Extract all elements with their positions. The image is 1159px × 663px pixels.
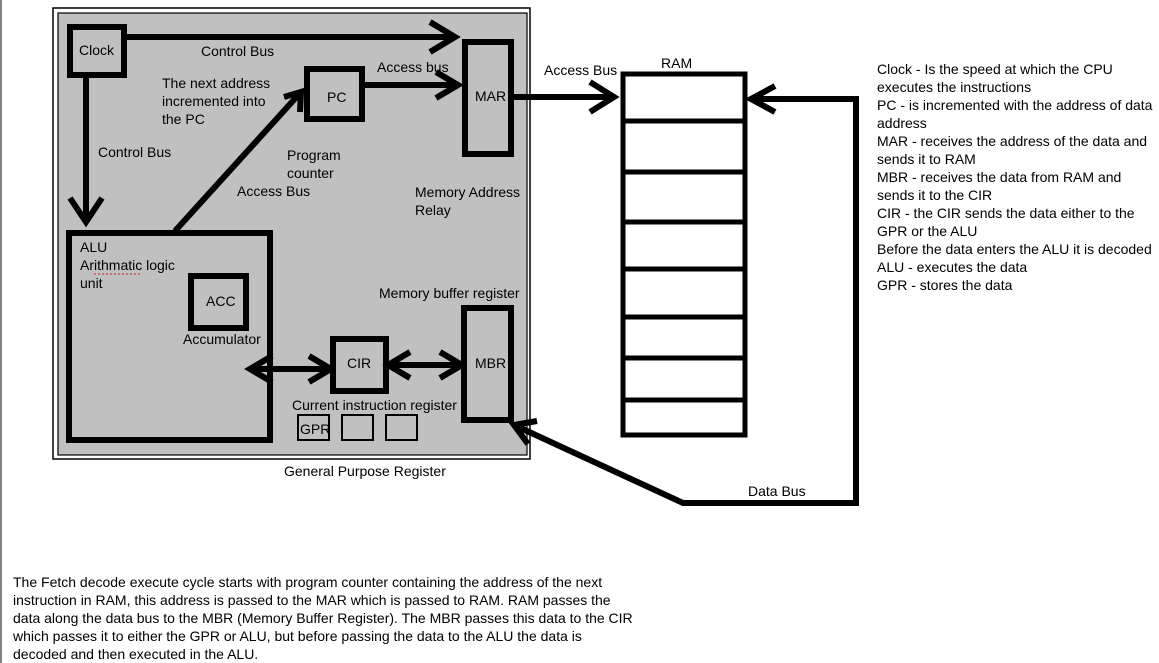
note-item: MBR - receives the data from RAM and sen… bbox=[877, 169, 1122, 203]
mar-to-ram-arrowhead bbox=[588, 79, 620, 115]
note-item: CIR - the CIR sends the data either to t… bbox=[877, 205, 1135, 239]
note-item: MAR - receives the address of the data a… bbox=[877, 133, 1148, 167]
data-bus-loop bbox=[512, 96, 859, 506]
mbr-box bbox=[461, 305, 514, 423]
alu-to-pc-arrow bbox=[172, 89, 304, 234]
mar-box bbox=[462, 39, 514, 157]
cir-mbr-arrowhead-left bbox=[382, 349, 412, 381]
cir-box bbox=[330, 336, 389, 394]
next-address-line-1: The next address bbox=[162, 75, 270, 91]
next-address-line-3: the PC bbox=[162, 111, 205, 127]
data-bus-mbr-arrowhead bbox=[508, 418, 538, 446]
cir-label: CIR bbox=[347, 355, 371, 371]
gpr-caption: General Purpose Register bbox=[284, 463, 446, 479]
description-paragraph: The Fetch decode execute cycle starts wi… bbox=[13, 574, 633, 662]
mbr-label: MBR bbox=[475, 355, 506, 371]
note-item: ALU - executes the data bbox=[877, 259, 1028, 275]
access-bus-mar-label: Access bus bbox=[377, 59, 449, 75]
control-bus-left-label: Control Bus bbox=[98, 144, 171, 160]
control-bus-top-arrowhead bbox=[428, 19, 461, 55]
alu-line-3: unit bbox=[80, 275, 103, 291]
gpr-box-2 bbox=[341, 414, 374, 441]
gpr-box-3 bbox=[385, 414, 418, 441]
current-instruction-label: Current instruction register bbox=[292, 397, 457, 413]
pc-box bbox=[304, 66, 365, 122]
access-bus-ram-label: Access Bus bbox=[544, 62, 617, 78]
clock-box bbox=[67, 24, 127, 78]
data-bus-ram-arrowhead bbox=[744, 83, 777, 115]
clock-label: Clock bbox=[79, 42, 115, 58]
gpr-label: GPR bbox=[300, 421, 330, 437]
ram-block bbox=[620, 71, 748, 438]
ram-label: RAM bbox=[661, 55, 692, 71]
program-counter-line-2: counter bbox=[287, 165, 334, 181]
alu-line-2: Arithmatic logic bbox=[80, 257, 175, 273]
alu-to-pc-arrowhead bbox=[283, 87, 305, 113]
accumulator-label: Accumulator bbox=[183, 331, 261, 347]
pc-to-mar-arrowhead bbox=[434, 69, 464, 101]
control-bus-top-label: Control Bus bbox=[201, 43, 274, 59]
access-bus-alu-label: Access Bus bbox=[237, 183, 310, 199]
note-item: GPR - stores the data bbox=[877, 277, 1013, 293]
alu-cir-arrowhead-left bbox=[244, 353, 274, 385]
pc-label: PC bbox=[327, 89, 346, 105]
alu-title: ALU bbox=[80, 239, 107, 255]
acc-label: ACC bbox=[206, 293, 236, 309]
control-bus-left-arrowhead bbox=[67, 196, 105, 228]
component-notes: Clock - Is the speed at which the CPU ex… bbox=[877, 60, 1157, 294]
memory-buffer-label: Memory buffer register bbox=[379, 285, 520, 301]
acc-box bbox=[188, 273, 249, 331]
memory-address-line-2: Relay bbox=[415, 202, 451, 218]
mar-label: MAR bbox=[475, 88, 506, 104]
gpr-box-1 bbox=[297, 414, 330, 441]
program-counter-line-1: Program bbox=[287, 147, 341, 163]
note-item: Before the data enters the ALU it is dec… bbox=[877, 241, 1152, 257]
next-address-line-2: incremented into bbox=[162, 93, 266, 109]
alu-box bbox=[66, 230, 273, 443]
data-bus-label: Data Bus bbox=[748, 483, 806, 499]
memory-address-line-1: Memory Address bbox=[415, 184, 520, 200]
note-item: Clock - Is the speed at which the CPU ex… bbox=[877, 61, 1113, 95]
note-item: PC - is incremented with the address of … bbox=[877, 97, 1153, 131]
